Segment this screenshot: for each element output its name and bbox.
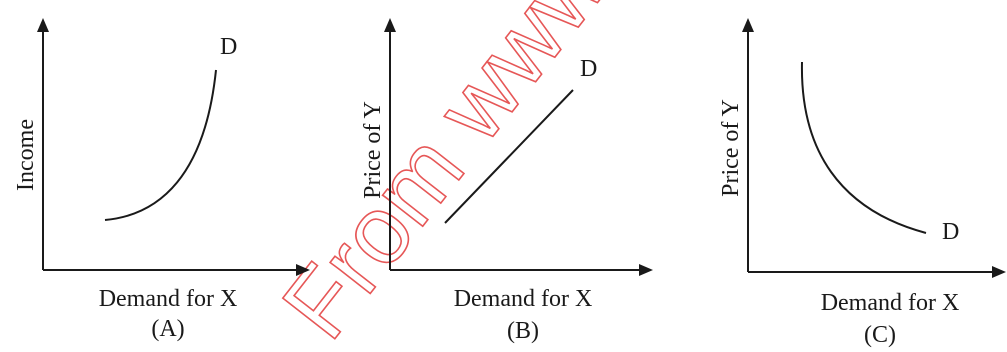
chart-panel-c: D Price of Y Demand for X (C) bbox=[718, 18, 1006, 348]
curve-label-a: D bbox=[220, 34, 237, 60]
y-axis-arrow-icon bbox=[37, 18, 49, 32]
x-axis-arrow-icon bbox=[992, 266, 1006, 278]
curve-label-b: D bbox=[580, 56, 597, 82]
panel-label-b: (B) bbox=[507, 318, 539, 344]
demand-curve-b bbox=[444, 89, 574, 224]
x-axis-label-b: Demand for X bbox=[454, 286, 593, 312]
x-axis-arrow-icon bbox=[639, 264, 653, 276]
y-axis-label-a: Income bbox=[13, 119, 39, 191]
y-axis-arrow-icon bbox=[742, 18, 754, 32]
curve-label-c: D bbox=[942, 219, 959, 245]
demand-curve-c bbox=[800, 61, 927, 234]
x-axis-label-a: Demand for X bbox=[99, 286, 238, 312]
demand-curve-a bbox=[104, 69, 217, 221]
y-axis-arrow-icon bbox=[384, 18, 396, 32]
y-axis-label-b: Price of Y bbox=[360, 101, 386, 199]
x-axis-arrow-icon bbox=[296, 264, 310, 276]
chart-panel-a: D Income Demand for X (A) bbox=[13, 18, 310, 342]
y-axis-label-c: Price of Y bbox=[718, 99, 744, 197]
panel-label-a: (A) bbox=[151, 316, 184, 342]
panel-label-c: (C) bbox=[864, 322, 896, 348]
chart-panel-b: D Price of Y Demand for X (B) bbox=[360, 18, 653, 344]
x-axis-label-c: Demand for X bbox=[821, 290, 960, 316]
